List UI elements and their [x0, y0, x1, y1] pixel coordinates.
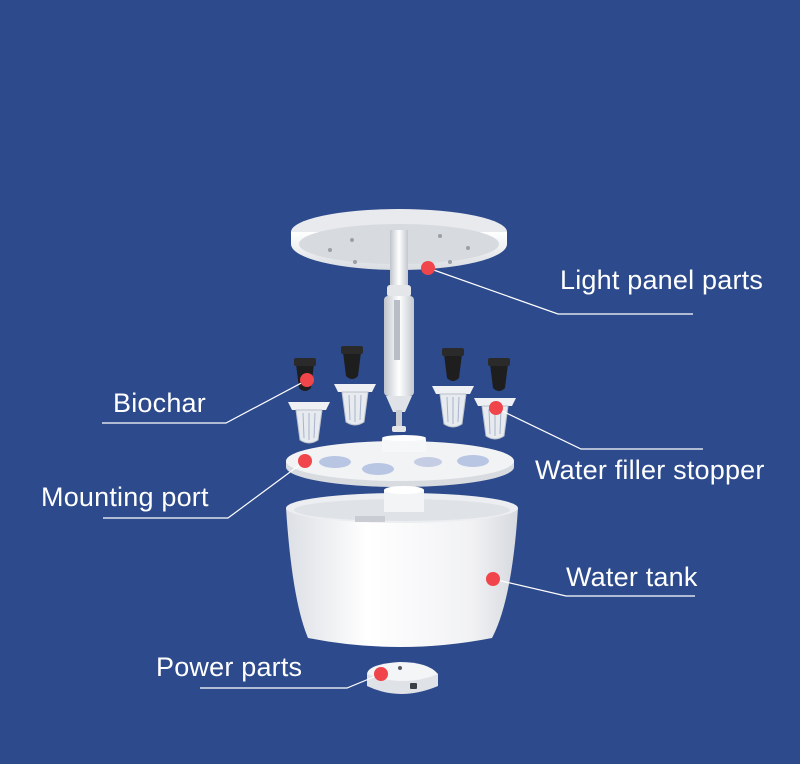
label-light-panel-parts: Light panel parts	[560, 265, 764, 295]
label-water-filler-stopper: Water filler stopper	[535, 455, 765, 485]
plant-baskets	[288, 384, 516, 444]
leader-line-light-panel	[427, 267, 693, 315]
biochar-pod	[488, 358, 510, 391]
leader-line-mounting-port	[103, 460, 306, 519]
plant-basket	[432, 386, 474, 428]
light-panel	[291, 209, 507, 270]
leader-line-power	[200, 673, 382, 689]
label-biochar: Biochar	[113, 388, 206, 418]
leader-line-water-filler	[495, 407, 703, 450]
marker-biochar	[300, 373, 314, 387]
callout-markers	[298, 261, 503, 681]
marker-light-panel	[421, 261, 435, 275]
label-mounting-port: Mounting port	[41, 482, 209, 512]
mounting-plate	[286, 435, 514, 487]
plant-basket	[334, 384, 376, 426]
marker-power	[374, 667, 388, 681]
lamp-pole	[384, 230, 414, 432]
marker-mounting-port	[298, 454, 312, 468]
leader-line-biochar	[102, 379, 308, 424]
leader-lines	[102, 267, 703, 689]
biochar-pod	[341, 346, 363, 379]
label-power-parts: Power parts	[156, 652, 303, 682]
biochar-pod	[442, 348, 464, 381]
marker-water-filler	[489, 401, 503, 415]
label-water-tank: Water tank	[566, 562, 698, 592]
water-tank	[286, 486, 518, 647]
marker-water-tank	[486, 572, 500, 586]
plant-basket	[288, 402, 330, 444]
leader-line-water-tank	[492, 578, 695, 597]
